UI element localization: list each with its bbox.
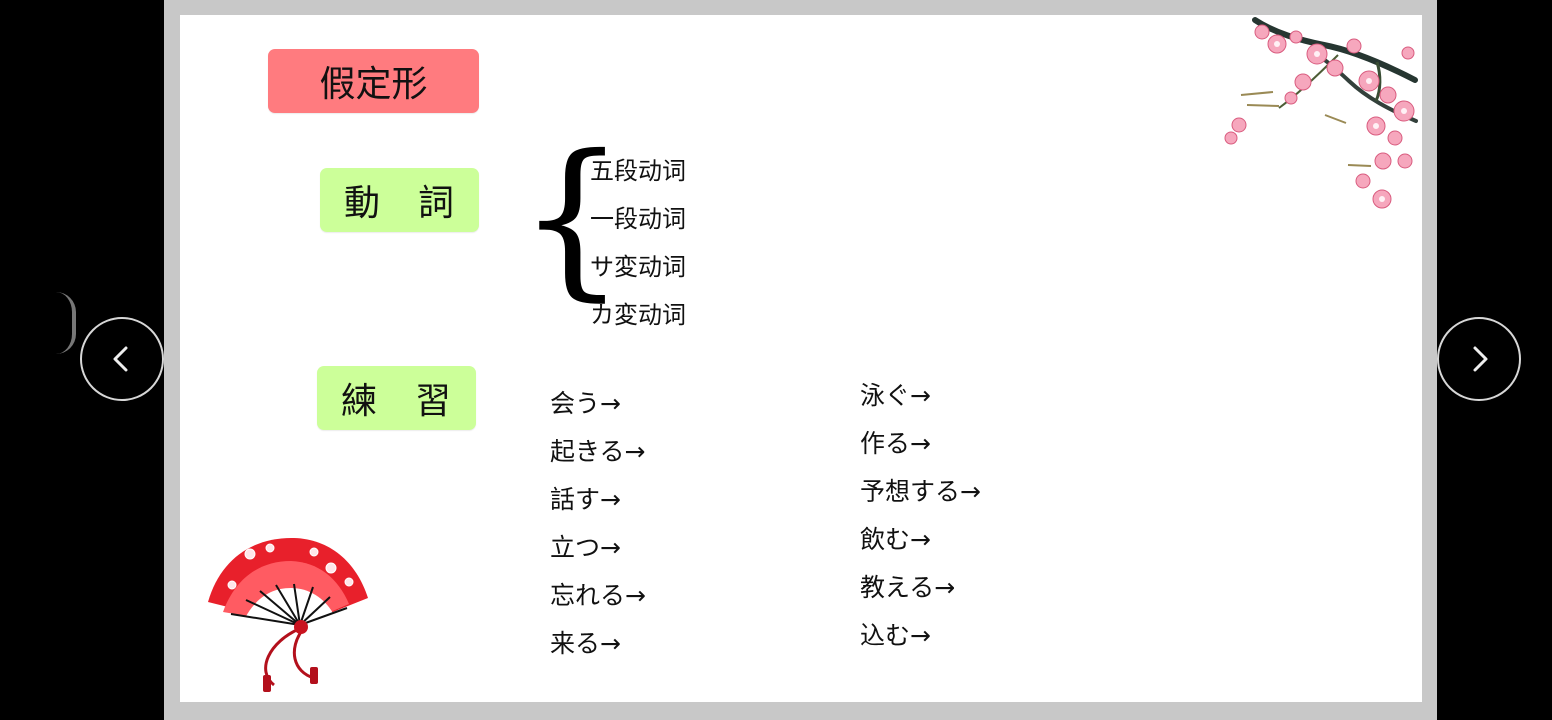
exercise-item: 話す→ xyxy=(550,485,621,514)
exercise-item: 作る→ xyxy=(860,429,931,458)
folding-fan-icon xyxy=(208,537,368,692)
exercise-item: 予想する→ xyxy=(860,477,981,506)
exercise-item: 教える→ xyxy=(860,573,956,602)
exercise-item: 起きる→ xyxy=(550,437,646,466)
verb-type-item: 一段动词 xyxy=(590,205,686,233)
verb-type-list: 五段动词 一段动词 サ変动词 カ変动词 xyxy=(590,152,686,344)
page-edge-indicator xyxy=(56,292,76,354)
presentation-slide: 假定形 動 詞 { 五段动词 一段动词 サ変动词 カ変动词 練 習 会う→ 起き… xyxy=(180,15,1422,702)
exercise-item: 泳ぐ→ xyxy=(860,381,931,410)
practice-section-label: 練 習 xyxy=(317,366,476,430)
cherry-blossom-icon xyxy=(1224,17,1418,209)
exercise-item: 忘れる→ xyxy=(550,581,646,610)
curly-brace: { xyxy=(518,119,627,317)
chevron-left-icon xyxy=(113,346,128,372)
verb-section-label: 動 詞 xyxy=(320,168,479,232)
exercise-list-right: 泳ぐ→ 作る→ 予想する→ 飲む→ 教える→ 込む→ xyxy=(860,377,981,665)
exercise-list-left: 会う→ 起きる→ 話す→ 立つ→ 忘れる→ 来る→ xyxy=(550,385,646,673)
slide-title: 假定形 xyxy=(268,49,479,113)
chevron-right-icon xyxy=(1473,346,1488,372)
verb-type-item: カ変动词 xyxy=(590,301,686,329)
exercise-item: 立つ→ xyxy=(550,533,621,562)
exercise-item: 飲む→ xyxy=(860,525,931,554)
verb-type-item: サ変动词 xyxy=(590,253,686,281)
previous-slide-button[interactable] xyxy=(80,317,164,401)
exercise-item: 込む→ xyxy=(860,621,931,650)
verb-type-item: 五段动词 xyxy=(590,157,686,185)
exercise-item: 来る→ xyxy=(550,629,621,658)
exercise-item: 会う→ xyxy=(550,389,621,418)
next-slide-button[interactable] xyxy=(1437,317,1521,401)
